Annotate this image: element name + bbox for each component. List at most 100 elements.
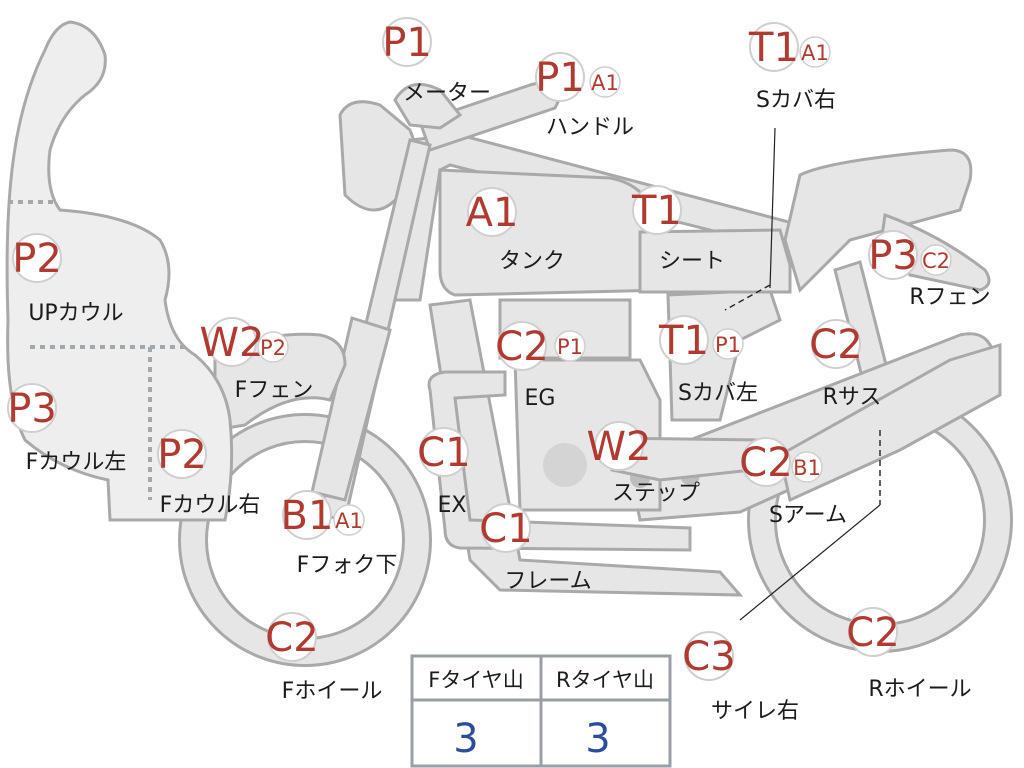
code-badge-circle-secondary — [554, 330, 586, 362]
code-badge-circle — [868, 230, 918, 280]
part-label: シート — [659, 249, 725, 274]
callout-seat: T1 シート — [631, 185, 725, 274]
part-label: EX — [438, 493, 467, 518]
code-badge-circle — [267, 612, 317, 662]
callout-tank: A1 タンク — [466, 187, 565, 274]
condition-code: C3 — [682, 634, 735, 680]
tire-header-rear: Rタイヤ山 — [556, 668, 654, 692]
tire-tread-table: Fタイヤ山 Rタイヤ山 3 3 — [410, 654, 672, 768]
condition-code: T1 — [748, 25, 799, 71]
code-badge-circle — [497, 321, 547, 371]
meter-shape — [393, 82, 463, 130]
condition-code: C2 — [495, 324, 548, 370]
code-badge-circle — [659, 315, 709, 365]
code-badge-circle — [632, 185, 682, 235]
exhaust-shape — [427, 370, 692, 552]
tail-shape — [783, 148, 973, 293]
code-badge-circle — [207, 317, 257, 367]
condition-code: C2 — [739, 440, 792, 486]
condition-code-secondary: A1 — [591, 71, 619, 95]
condition-code-secondary: P1 — [715, 333, 741, 357]
part-label: フレーム — [504, 569, 591, 594]
condition-code-secondary: A1 — [801, 41, 829, 65]
callout-frame: C1 フレーム — [479, 503, 592, 594]
leader-silencer — [739, 504, 881, 621]
fork-lower-shape — [310, 316, 392, 502]
code-badge-circle-secondary — [920, 244, 952, 276]
part-label: Rサス — [823, 385, 882, 410]
condition-code-secondary: P1 — [557, 335, 583, 359]
condition-code: T1 — [658, 318, 709, 364]
code-badge-circle — [848, 607, 898, 657]
code-badge-circle — [535, 52, 585, 102]
condition-code: P1 — [382, 20, 432, 66]
muffler-shape — [778, 342, 1002, 503]
condition-code-secondary: C2 — [922, 249, 950, 273]
code-badge-circle-secondary — [333, 504, 365, 536]
code-badge-circle-secondary — [257, 331, 289, 363]
condition-code: P3 — [7, 386, 57, 432]
part-label: Sアーム — [769, 503, 847, 528]
callout-meter: P1 メーター — [382, 17, 491, 106]
condition-code: C2 — [809, 322, 862, 368]
part-label: タンク — [499, 249, 565, 274]
part-label: Fホイール — [282, 679, 383, 704]
code-badge-circle — [811, 319, 861, 369]
condition-code-secondary: B1 — [793, 456, 821, 480]
part-label: Fフェン — [235, 378, 314, 403]
code-badge-circle-secondary — [791, 451, 823, 483]
code-badge-circle — [7, 383, 57, 433]
code-badge-circle — [594, 421, 644, 471]
part-label: UPカウル — [28, 301, 123, 326]
tire-header-front: Fタイヤ山 — [428, 668, 523, 692]
condition-code: P2 — [12, 236, 62, 282]
condition-code: C2 — [265, 615, 318, 661]
condition-code-secondary: A1 — [335, 509, 363, 533]
condition-code: T1 — [631, 188, 682, 234]
condition-code: A1 — [466, 190, 519, 236]
condition-code: C2 — [846, 610, 899, 656]
part-label: ハンドル — [546, 115, 634, 140]
tire-value-front: 3 — [453, 716, 478, 762]
code-badge-circle — [481, 503, 531, 553]
seat-shape — [638, 228, 792, 294]
condition-code: W2 — [587, 424, 652, 470]
part-label: Fカウル左 — [26, 450, 127, 475]
condition-code: P2 — [157, 432, 207, 478]
part-label: Fフォク下 — [297, 553, 398, 578]
code-badge-circle — [382, 17, 432, 67]
code-badge-circle — [741, 437, 791, 487]
code-badge-circle-secondary — [712, 328, 744, 360]
code-badge-circle — [419, 427, 469, 477]
condition-code: C1 — [479, 506, 532, 552]
code-badge-circle — [749, 22, 799, 72]
leader-s-cover-r-dash — [724, 284, 771, 311]
condition-code: P3 — [868, 233, 918, 279]
condition-code: C1 — [417, 430, 470, 476]
part-label: Sカバ左 — [678, 381, 758, 406]
code-badge-circle — [684, 631, 734, 681]
fairing-shape — [5, 20, 234, 522]
code-badge-circle — [467, 187, 517, 237]
condition-code: P1 — [535, 55, 585, 101]
part-label: メーター — [403, 81, 491, 106]
part-label: Rフェン — [909, 285, 990, 310]
code-badge-circle — [157, 429, 207, 479]
condition-code-secondary: P2 — [260, 336, 286, 360]
tire-value-rear: 3 — [585, 716, 610, 762]
